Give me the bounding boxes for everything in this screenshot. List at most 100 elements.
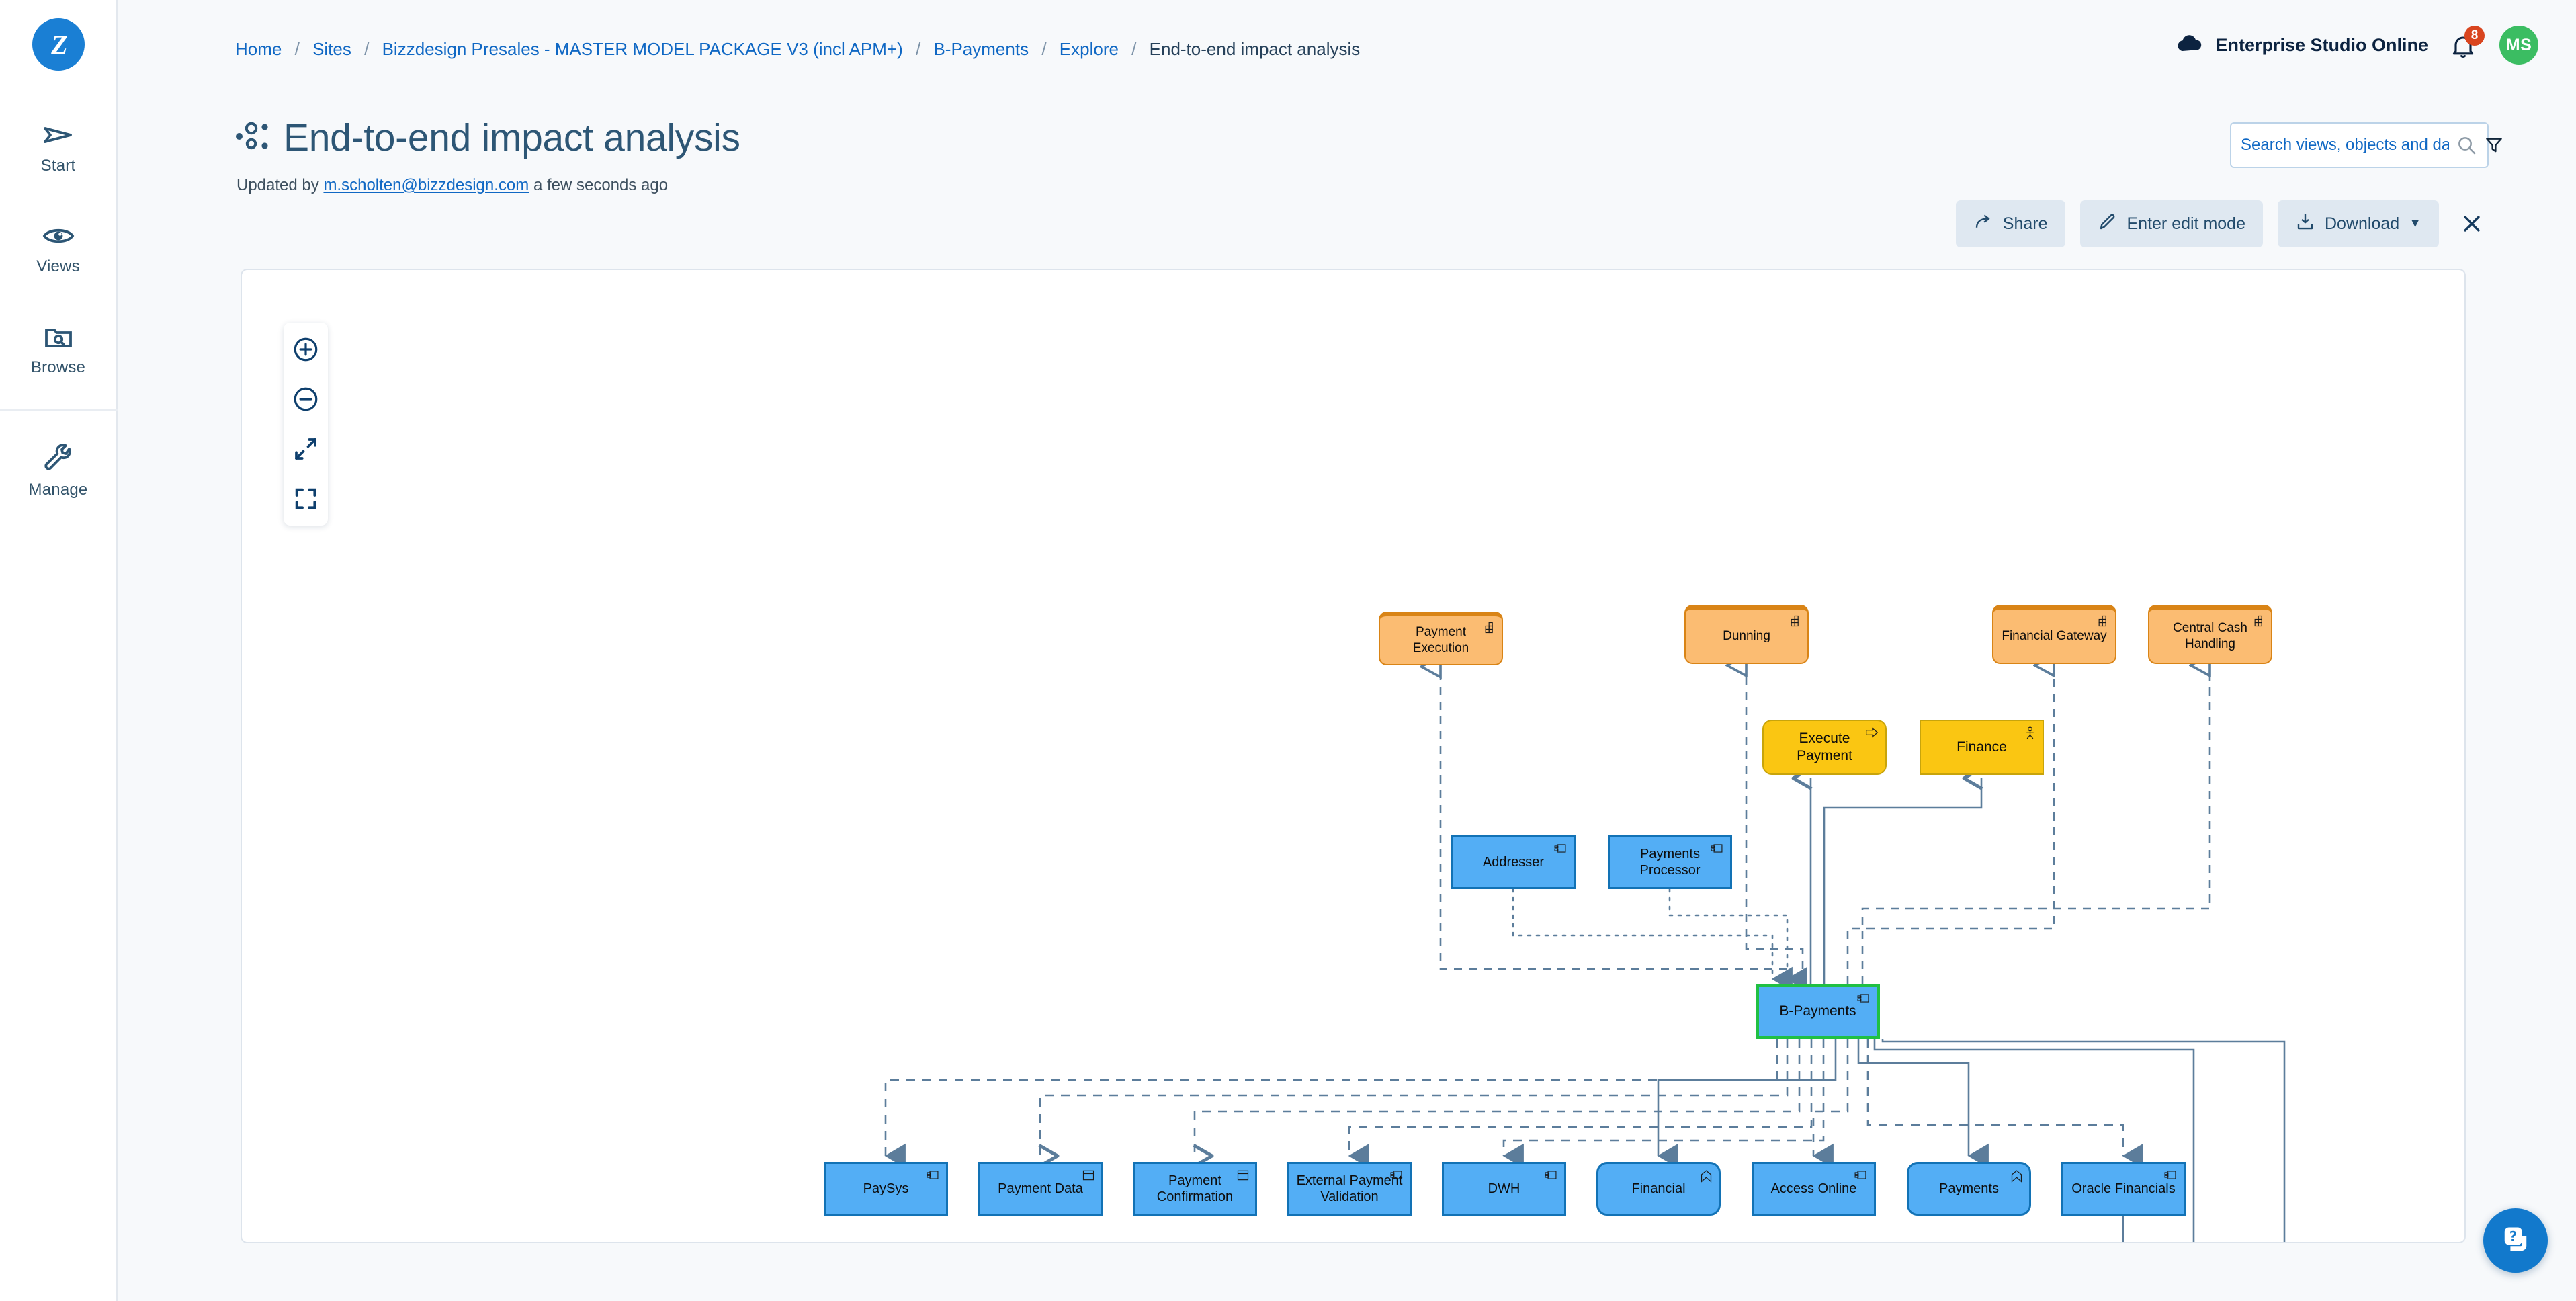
zoom-out-icon[interactable]: [290, 383, 322, 415]
component-icon: [1543, 1169, 1559, 1185]
breadcrumb-separator: /: [1041, 39, 1047, 59]
sidebar-item-browse-label: Browse: [30, 358, 86, 376]
diagram-node-payment-confirmation[interactable]: Payment Confirmation: [1133, 1162, 1257, 1216]
diagram-node-addresser[interactable]: Addresser: [1451, 835, 1576, 889]
fullscreen-icon[interactable]: [290, 482, 322, 515]
component-icon: [1388, 1169, 1404, 1185]
breadcrumb-current: End-to-end impact analysis: [1149, 39, 1361, 59]
diagram-node-paysys[interactable]: PaySys: [824, 1162, 948, 1216]
sidebar-item-manage[interactable]: Manage: [0, 431, 116, 509]
diagram-node-label: External Payment Validation: [1296, 1173, 1403, 1204]
breadcrumb-item-package[interactable]: Bizzdesign Presales - MASTER MODEL PACKA…: [382, 39, 903, 59]
download-label: Download: [2325, 214, 2400, 233]
diagram-nodes: Payment Execution Dunning Financial Gatewa…: [242, 270, 2464, 1242]
sidebar-item-views-label: Views: [36, 257, 80, 276]
diagram-node-label: Finance: [1957, 739, 2007, 755]
breadcrumb: Home / Sites / Bizzdesign Presales - MAS…: [235, 39, 1360, 60]
sidebar-item-browse[interactable]: Browse: [0, 308, 116, 386]
actor-icon: [2023, 726, 2037, 745]
breadcrumb-item-explore[interactable]: Explore: [1059, 39, 1119, 59]
data-object-icon: [1082, 1169, 1095, 1186]
diagram-node-label: Execute Payment: [1797, 730, 1852, 763]
updated-suffix: a few seconds ago: [533, 176, 669, 194]
page-subtitle: Updated by m.scholten@bizzdesign.com a f…: [237, 176, 668, 195]
breadcrumb-separator: /: [294, 39, 300, 59]
enter-edit-mode-label: Enter edit mode: [2127, 214, 2246, 233]
brand-label: Enterprise Studio Online: [2215, 34, 2428, 55]
breadcrumb-item-home[interactable]: Home: [235, 39, 282, 59]
diagram-node-payment-execution[interactable]: Payment Execution: [1379, 612, 1503, 665]
folder-search-icon: [0, 321, 116, 355]
eye-icon: [0, 220, 116, 255]
download-button[interactable]: Download ▼: [2278, 200, 2439, 247]
diagram-node-label: Payment Confirmation: [1156, 1173, 1234, 1204]
download-icon: [2295, 212, 2315, 237]
share-label: Share: [2002, 214, 2048, 233]
component-icon: [1855, 992, 1871, 1009]
sidebar-item-manage-label: Manage: [28, 480, 88, 499]
breadcrumb-item-sites[interactable]: Sites: [312, 39, 351, 59]
diagram-node-label: Oracle Financials: [2071, 1181, 2176, 1196]
diagram-node-label: Addresser: [1482, 854, 1545, 870]
diagram-node-label: Financial: [1631, 1181, 1686, 1196]
chevron-down-icon: ▼: [2409, 216, 2421, 230]
share-button[interactable]: Share: [1955, 200, 2065, 247]
component-icon: [1709, 842, 1725, 859]
diagram-node-dunning[interactable]: Dunning: [1684, 605, 1809, 664]
chevron-up-icon: [1699, 1169, 1713, 1188]
diagram-node-label: Payments: [1939, 1181, 1999, 1196]
component-icon: [1552, 842, 1568, 859]
search-box[interactable]: [2230, 122, 2502, 168]
diagram-node-label: Dunning: [1723, 628, 1770, 643]
sidebar-item-views[interactable]: Views: [0, 208, 116, 286]
capability-grid-icon: [1789, 614, 1802, 632]
breadcrumb-item-b-payments[interactable]: B-Payments: [933, 39, 1029, 59]
diagram-node-payments-processor[interactable]: Payments Processor: [1608, 835, 1732, 889]
filter-icon[interactable]: [2484, 135, 2504, 155]
app-logo[interactable]: Z: [32, 18, 85, 71]
diagram-node-payments[interactable]: Payments: [1907, 1162, 2031, 1216]
diagram-node-financial[interactable]: Financial: [1596, 1162, 1721, 1216]
diagram-node-label: Financial Gateway: [2002, 628, 2107, 643]
diagram-node-finance[interactable]: Finance: [1920, 720, 2044, 775]
diagram-canvas[interactable]: Payment Execution Dunning Financial Gatewa…: [241, 269, 2466, 1243]
diagram-node-label: Payments Processor: [1639, 846, 1701, 878]
capability-grid-icon: [2096, 614, 2110, 632]
page-title: End-to-end impact analysis: [284, 116, 740, 159]
diagram-node-central-cash-handling[interactable]: Central Cash Handling: [2148, 605, 2272, 664]
zoom-to-fit-icon[interactable]: [290, 433, 322, 465]
pencil-icon: [2098, 212, 2118, 237]
diagram-node-label: Payment Execution: [1412, 625, 1469, 655]
zoom-in-icon[interactable]: [290, 333, 322, 366]
breadcrumb-separator: /: [364, 39, 370, 59]
paper-plane-icon: [0, 119, 116, 154]
enter-edit-mode-button[interactable]: Enter edit mode: [2079, 200, 2263, 247]
capability-grid-icon: [1483, 621, 1496, 638]
avatar[interactable]: MS: [2499, 26, 2538, 65]
diagram-node-financial-gateway[interactable]: Financial Gateway: [1992, 605, 2116, 664]
wrench-icon: [0, 443, 116, 478]
component-icon: [925, 1169, 941, 1185]
rail-divider: [0, 409, 118, 411]
diagram-node-access-online[interactable]: Access Online: [1752, 1162, 1876, 1216]
notifications-button[interactable]: 8: [2448, 26, 2485, 60]
enterprise-studio-brand[interactable]: Enterprise Studio Online: [2175, 33, 2428, 58]
impact-analysis-icon: [235, 121, 270, 155]
diagram-node-b-payments[interactable]: B-Payments: [1756, 984, 1880, 1039]
left-nav-rail: Z Start Views: [0, 0, 118, 1301]
diagram-node-external-payment-validation[interactable]: External Payment Validation: [1287, 1162, 1412, 1216]
sidebar-item-start[interactable]: Start: [0, 107, 116, 185]
diagram-node-dwh[interactable]: DWH: [1442, 1162, 1566, 1216]
header-right: Enterprise Studio Online 8 MS: [2175, 26, 2538, 65]
breadcrumb-separator: /: [1131, 39, 1137, 59]
diagram-node-oracle-financials[interactable]: Oracle Financials: [2061, 1162, 2186, 1216]
close-button[interactable]: [2454, 206, 2490, 242]
updated-user-link[interactable]: m.scholten@bizzdesign.com: [323, 176, 529, 194]
diagram-node-execute-payment[interactable]: Execute Payment: [1762, 720, 1887, 775]
search-input[interactable]: [2241, 136, 2449, 155]
search-icon[interactable]: [2456, 134, 2477, 156]
help-chat-button[interactable]: ?: [2483, 1208, 2548, 1273]
diagram-node-payment-data[interactable]: Payment Data: [978, 1162, 1103, 1216]
capability-grid-icon: [2252, 614, 2266, 632]
diagram-node-label: PaySys: [863, 1181, 909, 1196]
